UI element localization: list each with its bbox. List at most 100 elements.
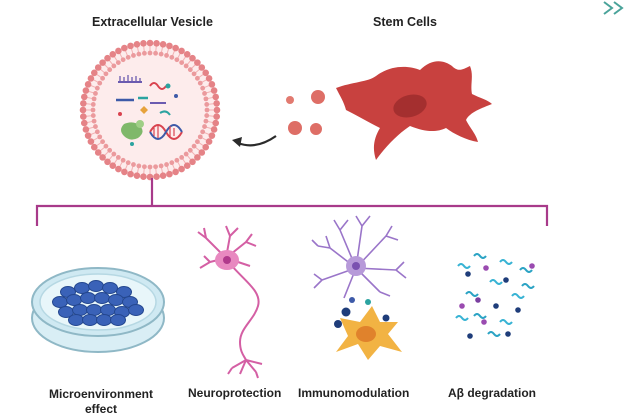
membrane-bead-inner: [103, 143, 109, 149]
membrane-bead: [213, 106, 221, 114]
membrane-bead-inner: [107, 147, 113, 153]
membrane-bead: [205, 75, 213, 82]
petri-dish-icon: [31, 267, 165, 353]
dish-cell: [128, 304, 144, 316]
membrane-bead: [109, 50, 117, 58]
membrane-bead: [159, 172, 167, 180]
membrane-bead-inner: [158, 51, 164, 57]
membrane-bead-inner: [194, 75, 200, 81]
membrane-bead-inner: [153, 164, 158, 170]
immunomodulation-label: Immunomodulation: [298, 386, 410, 400]
membrane-bead-inner: [187, 67, 193, 73]
membrane-bead: [159, 40, 167, 48]
abeta-fragment: [465, 291, 479, 297]
extracellular-vesicle-label: Extracellular Vesicle: [92, 15, 213, 29]
abeta-particle: [529, 263, 535, 269]
abeta-particles-icon: [455, 253, 535, 339]
membrane-bead-inner: [94, 85, 100, 91]
membrane-bead: [94, 149, 102, 156]
membrane-bead-inner: [183, 63, 189, 69]
dish-cell: [108, 294, 124, 306]
membrane-bead-inner: [191, 143, 197, 149]
membrane-bead-inner: [107, 67, 113, 73]
membrane-bead-inner: [158, 163, 164, 169]
membrane-bead: [208, 81, 216, 88]
dish-cell: [94, 292, 110, 304]
membrane-bead-inner: [147, 50, 153, 56]
membrane-bead-inner: [94, 129, 100, 135]
dish-cell: [52, 296, 68, 308]
membrane-bead-inner: [103, 71, 109, 77]
membrane-bead-inner: [204, 102, 210, 107]
membrane-bead-inner: [202, 91, 207, 96]
membrane-bead-inner: [100, 139, 106, 145]
membrane-bead-inner: [169, 160, 175, 166]
abeta-particle: [505, 331, 511, 337]
membrane-bead: [178, 165, 185, 173]
neuron-icon: [197, 225, 263, 379]
membrane-bead: [104, 158, 111, 166]
membrane-bead: [99, 59, 106, 66]
abeta-fragment: [473, 313, 487, 319]
abeta-fragment: [499, 319, 513, 325]
neuroprotection-label: Neuroprotection: [188, 386, 282, 400]
abeta-particle: [503, 277, 509, 283]
membrane-bead-inner: [200, 129, 206, 135]
abeta-particle: [483, 265, 489, 271]
membrane-bead-inner: [115, 154, 121, 160]
membrane-bead: [84, 132, 92, 139]
membrane-bead: [90, 143, 98, 151]
dish-cell: [80, 292, 96, 304]
abeta-fragment: [489, 279, 503, 285]
membrane-bead: [121, 168, 128, 176]
membrane-bead: [115, 47, 122, 55]
abeta-fragment: [499, 259, 513, 265]
membrane-bead-inner: [125, 160, 131, 166]
abeta-particle: [515, 307, 521, 313]
membrane-bead: [189, 158, 196, 166]
membrane-bead: [166, 42, 173, 50]
abeta-fragment: [511, 293, 525, 299]
stem-cell-icon: [336, 61, 492, 161]
membrane-bead: [79, 106, 87, 114]
abeta-particle: [475, 297, 481, 303]
membrane-bead-inner: [97, 134, 103, 140]
vesicle-membrane: [79, 39, 221, 181]
membrane-bead-inner: [147, 164, 153, 170]
dish-cell: [110, 314, 126, 326]
membrane-bead: [127, 170, 134, 178]
membrane-bead-inner: [142, 164, 147, 170]
membrane-bead: [80, 119, 88, 127]
membrane-bead-inner: [194, 139, 200, 145]
membrane-bead: [140, 173, 147, 180]
branch-bracket: [35, 178, 549, 226]
dish-cell: [102, 282, 118, 294]
membrane-bead-inner: [169, 54, 175, 60]
diagram-canvas: [31, 1, 624, 379]
dish-cells: [52, 280, 144, 326]
membrane-bead-inner: [179, 60, 185, 66]
membrane-bead: [121, 44, 128, 52]
membrane-bead: [172, 44, 179, 52]
stem-cell-nucleus: [393, 94, 427, 118]
membrane-bead: [172, 168, 179, 176]
abeta-fragment: [519, 267, 533, 273]
abeta-particle: [465, 271, 471, 277]
membrane-bead: [212, 93, 220, 101]
membrane-bead: [80, 93, 88, 101]
membrane-bead-inner: [90, 107, 96, 113]
membrane-bead-inner: [120, 57, 126, 63]
abeta-fragment: [487, 331, 501, 337]
membrane-bead: [133, 172, 141, 180]
membrane-bead-inner: [174, 57, 180, 63]
membrane-bead-inner: [174, 157, 180, 163]
abeta-fragment: [473, 253, 487, 259]
microglia-icon: [311, 215, 407, 299]
membrane-bead: [202, 69, 210, 77]
membrane-bead-inner: [179, 154, 185, 160]
membrane-bead-inner: [91, 96, 97, 102]
membrane-bead: [127, 42, 134, 50]
membrane-bead: [178, 47, 185, 55]
membrane-bead: [80, 100, 87, 107]
abeta-particle: [481, 319, 487, 325]
